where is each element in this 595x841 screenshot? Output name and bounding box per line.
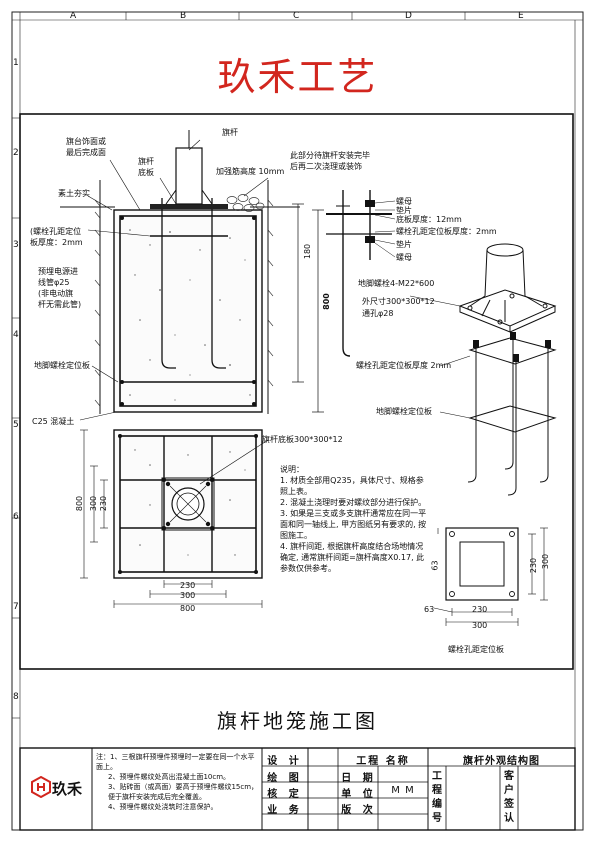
grid-letter-c: C	[293, 11, 300, 21]
note-item-1: 1. 材质全部用Q235，具体尺寸、规格参照上表。	[280, 476, 424, 496]
tb-client-sign: 客户签认	[504, 771, 514, 824]
tb-project-no: 工程编号	[432, 771, 442, 824]
grid-number-4: 4	[13, 330, 19, 340]
grid-letter-a: A	[70, 11, 77, 21]
note-item-4: 4. 旗杆间距, 根据旗杆高度结合场地情况确定, 通常旗杆间距=旗杆高度X0.1…	[280, 542, 425, 573]
tb-unit-value: M M	[391, 785, 415, 796]
dim-pp-300-h: 300	[472, 621, 488, 630]
label-base-thickness: 底板厚度：12mm	[396, 215, 462, 224]
notes-heading: 说明：	[280, 465, 304, 474]
notes-block: 说明： 1. 材质全部用Q235，具体尺寸、规格参照上表。 2. 混凝土浇理时要…	[280, 464, 430, 574]
dim-plan-h-300: 300	[180, 591, 196, 600]
dim-plan-v-230: 230	[99, 495, 109, 512]
label-positioning-plate: 螺栓孔距定位板	[448, 645, 504, 654]
company-title: 玖禾工艺	[217, 55, 378, 99]
label-rib-height: 加强筋高度 10mm	[216, 167, 285, 176]
tb-check: 核 定	[267, 789, 303, 800]
dim-pp-63-bottom: 63	[424, 605, 435, 614]
grid-number-2: 2	[13, 148, 19, 158]
logo-text: 玖禾	[52, 780, 83, 798]
label-flagpole-base: 旗杆 底板	[138, 157, 154, 177]
tb-design: 设 计	[267, 756, 303, 767]
label-flagpole: 旗杆	[222, 128, 238, 137]
grid-number-5: 5	[13, 420, 19, 430]
label-bolt-plate-thickness: (螺栓孔距定位 板厚度：2mm	[30, 227, 83, 247]
label-plate-thickness-2: 螺栓孔距定位板厚度 2mm	[356, 361, 452, 370]
dim-180: 180	[303, 243, 313, 260]
tb-drawn: 绘 图	[267, 773, 303, 784]
dim-pp-230-v: 230	[529, 557, 539, 574]
dim-plan-v-300: 300	[89, 495, 99, 512]
label-conduit: 预埋电源进 线管φ25 (非电动旗 杆无需此管)	[38, 267, 82, 309]
label-secondary-pour: 此部分待旗杆安装完毕 后再二次浇理或装饰	[290, 151, 370, 171]
tb-drawing-name: 旗杆外观结构图	[463, 756, 540, 767]
dim-pp-300-v: 300	[541, 553, 551, 570]
drawing-title: 旗杆地笼施工图	[217, 709, 378, 733]
grid-number-8: 8	[13, 692, 19, 702]
grid-number-3: 3	[13, 240, 19, 250]
tb-note-1: 注：1、三根旗杆预埋件预埋时一定要在同一个水平面上。	[96, 753, 255, 771]
grid-number-1: 1	[13, 58, 19, 68]
label-base-plate-plan: 旗杆底板300*300*12	[262, 435, 343, 444]
label-plate-thickness: 螺栓孔距定位板厚度：2mm	[396, 227, 497, 236]
tb-note-2: 2、预埋件螺纹处高出混凝土面10cm。	[108, 773, 231, 781]
logo-icon	[31, 776, 51, 798]
company-logo: 玖禾	[28, 770, 88, 802]
tb-note-4: 4、预埋件螺纹处浇筑时注意保护。	[108, 803, 218, 811]
label-washer-bottom: 垫片	[396, 240, 412, 249]
tb-date: 日 期	[341, 773, 377, 784]
dim-800-vertical: 800	[321, 293, 331, 310]
tb-unit: 单 位	[341, 789, 377, 800]
title-block-notes: 注：1、三根旗杆预埋件预埋时一定要在同一个水平面上。 2、预埋件螺纹处高出混凝土…	[96, 752, 260, 812]
tb-business: 业 务	[267, 805, 303, 816]
tb-version: 版 次	[341, 805, 377, 816]
label-washer-top: 垫片	[396, 206, 412, 215]
dim-pp-63-left: 63	[430, 560, 440, 571]
label-outer-size: 外尺寸300*300*12	[362, 297, 435, 306]
note-item-3: 3. 如果是三支或多支旗杆通常应在同一平面和同一轴线上, 甲方图纸另有要求的, …	[280, 509, 427, 540]
grid-number-6: 6	[13, 512, 19, 522]
dim-plan-h-800: 800	[180, 604, 196, 613]
label-nut-top: 螺母	[396, 197, 412, 206]
label-nut-bottom: 螺母	[396, 253, 412, 262]
tb-note-3: 3、贴砖面（或高面）要高于预埋件螺纹15cm，便于旗杆安装完成后完全覆盖。	[108, 783, 259, 801]
dim-pp-230-h: 230	[472, 605, 488, 614]
note-item-2: 2. 混凝土浇理时要对螺纹部分进行保护。	[280, 498, 427, 507]
label-rammed-soil: 素土夯实	[58, 189, 90, 198]
dim-plan-v-800: 800	[75, 495, 85, 512]
grid-letter-b: B	[180, 11, 187, 21]
label-concrete: C25 混凝土	[32, 417, 75, 426]
label-platform-surface: 旗台饰面或 最后完成面	[66, 137, 106, 157]
label-anchor-plate-left: 地脚螺栓定位板	[34, 361, 90, 370]
label-hole: 通孔φ28	[362, 309, 394, 318]
label-anchor-plate-right: 地脚螺栓定位板	[376, 407, 432, 416]
grid-number-7: 7	[13, 602, 19, 612]
label-anchor-bolt: 地脚螺栓4-M22*600	[358, 279, 435, 288]
grid-letter-e: E	[518, 11, 524, 21]
grid-letter-d: D	[405, 11, 412, 21]
dim-plan-h-230: 230	[180, 581, 196, 590]
tb-project-name: 工程 名称	[356, 756, 410, 767]
